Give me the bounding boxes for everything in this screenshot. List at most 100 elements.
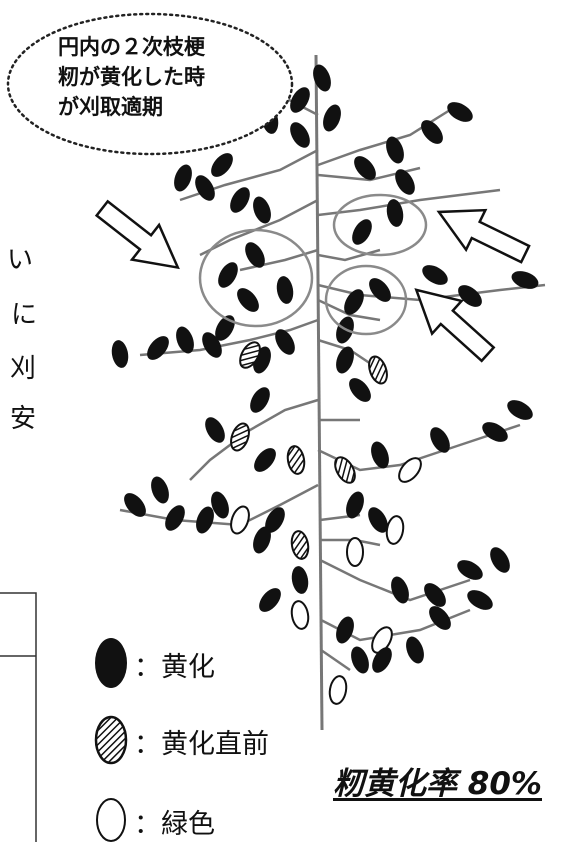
legend-label-green: ：緑色 (134, 809, 215, 840)
arrows (94, 199, 531, 363)
grain-icon (369, 278, 391, 302)
grain-icon (265, 507, 285, 533)
grain-icon (95, 638, 127, 688)
grain-icon (290, 87, 310, 113)
grain-icon (151, 476, 169, 504)
grain-icon (286, 445, 306, 475)
main-stem (314, 54, 324, 731)
grain-icon (211, 491, 229, 519)
highlight-circles (198, 193, 428, 336)
grain-icon (351, 646, 369, 674)
grain-icon (422, 265, 448, 285)
grain-icon (174, 164, 192, 192)
grain-icon (334, 456, 356, 484)
grain-icon (372, 647, 392, 673)
grain-icon (395, 169, 415, 195)
bubble-line-1: 円内の２次枝梗 (58, 35, 205, 59)
branch (239, 248, 319, 272)
grain-icon (165, 505, 185, 531)
grain-icon (253, 196, 271, 224)
grain-icon (490, 547, 510, 573)
grain-icon (482, 422, 508, 442)
arrow-icon (94, 199, 180, 270)
grain-icon (346, 491, 364, 519)
grain-icon (336, 346, 354, 374)
grain-icon (323, 104, 341, 132)
grain-icon (406, 636, 424, 664)
grain-icon (211, 153, 233, 177)
grain-icon (259, 588, 281, 612)
legend-label-before-yellowing: ：黄化直前 (134, 729, 269, 760)
grain-icon (391, 576, 409, 604)
grain-icon (276, 276, 294, 304)
grain-icon (254, 448, 276, 472)
grain-icon (511, 271, 539, 289)
branch (320, 648, 351, 672)
grain-icon (245, 242, 265, 268)
side-fragment-3: 刈 (10, 354, 37, 384)
grain-icon (205, 417, 225, 443)
grain-icon (239, 341, 261, 369)
arrow-icon (414, 288, 496, 363)
grain-icon (447, 102, 473, 122)
highlight-circle (198, 228, 314, 328)
branch (317, 298, 381, 322)
grain-icon (290, 122, 310, 148)
grain-icon (346, 537, 364, 567)
grain-icon (336, 616, 354, 644)
grain-icon (124, 493, 146, 517)
side-fragment-4: 安 (10, 404, 37, 434)
grain-icon (94, 715, 128, 765)
grain-icon (237, 288, 259, 312)
grain-icon (196, 506, 214, 534)
grain-icon (398, 457, 422, 483)
grain-icon (368, 355, 388, 385)
grain-icon (352, 219, 372, 245)
grains (111, 64, 539, 705)
grain-icon (368, 507, 388, 533)
grain-icon (386, 136, 404, 164)
bubble-line-3: が刈取適期 (58, 95, 163, 119)
grain-icon (371, 626, 393, 654)
grain-icon (291, 566, 309, 594)
arrow-icon (436, 208, 531, 264)
grain-icon (328, 675, 348, 705)
grain-icon (230, 505, 250, 535)
side-fragment-1: い (7, 245, 34, 275)
grain-icon (195, 175, 215, 201)
grain-icon (385, 515, 405, 545)
grain-icon (96, 798, 126, 842)
grain-icon (250, 387, 270, 413)
grain-icon (147, 336, 169, 360)
grain-icon (290, 600, 310, 630)
grain-icon (424, 583, 446, 607)
grain-icon (467, 590, 493, 610)
highlight-circle (332, 193, 428, 257)
speech-bubble (6, 12, 294, 156)
legend-symbols (94, 638, 128, 842)
grain-icon (507, 400, 533, 420)
grain-icon (253, 526, 271, 554)
grain-icon (290, 530, 310, 560)
grain-icon (429, 606, 451, 630)
grain-icon (344, 289, 364, 315)
grain-icon (176, 326, 194, 354)
side-fragment-2: に (11, 300, 38, 330)
grain-icon (275, 329, 295, 355)
highlight-circle (324, 264, 408, 336)
grain-icon (111, 340, 129, 368)
grain-icon (458, 285, 482, 307)
grain-icon (202, 332, 222, 358)
grain-icon (230, 422, 250, 452)
branch (189, 398, 319, 481)
grain-icon (218, 262, 238, 288)
table-fragment (0, 592, 37, 842)
branch (139, 318, 319, 357)
grain-icon (349, 378, 371, 402)
grain-icon (371, 441, 389, 469)
grain-icon (430, 427, 450, 453)
grain-icon (354, 156, 376, 180)
yellowing-ratio: 籾黄化率 80% (333, 766, 542, 802)
grain-icon (457, 560, 483, 580)
